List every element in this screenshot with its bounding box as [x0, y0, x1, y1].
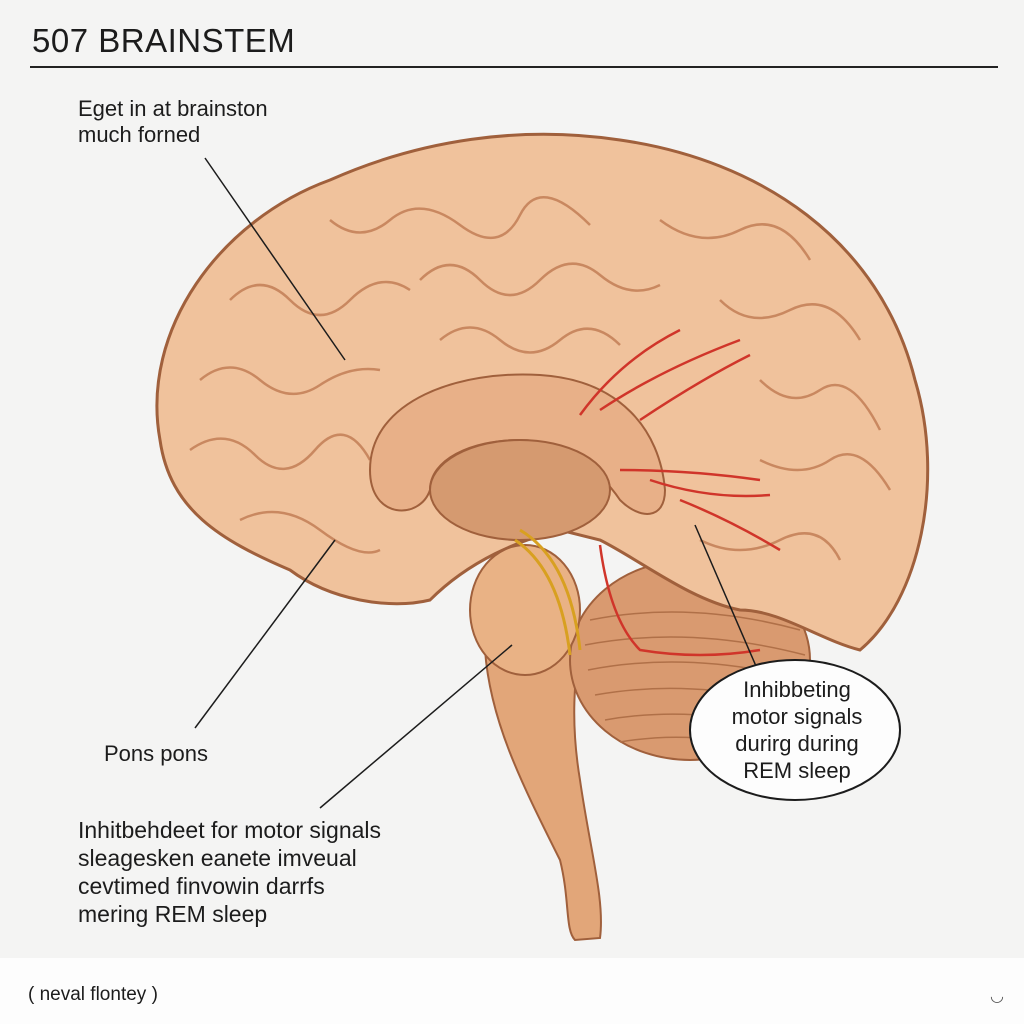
page-title: 507 BRAINSTEM	[32, 22, 296, 59]
label-bottom: Inhitbehdeet for motor signals sleageske…	[78, 817, 382, 927]
loading-icon: ◡	[990, 988, 1004, 1005]
footer-bar	[0, 958, 1024, 1024]
title-divider	[30, 66, 998, 68]
pons	[469, 544, 581, 676]
footer-caption: ( neval flontey )	[28, 984, 158, 1005]
motor-pathway	[514, 528, 582, 656]
nerve-fibers	[578, 328, 781, 657]
label-top-left: Eget in at brainston much forned	[78, 96, 268, 147]
brainstem	[483, 638, 602, 942]
callout-text: Inhibbeting motor signals durirg during …	[731, 677, 863, 783]
gyri	[189, 195, 892, 561]
thalamus	[429, 439, 611, 541]
label-pons: Pons pons	[104, 741, 208, 766]
callout-bubble	[689, 659, 901, 801]
leader-lines	[194, 157, 763, 809]
